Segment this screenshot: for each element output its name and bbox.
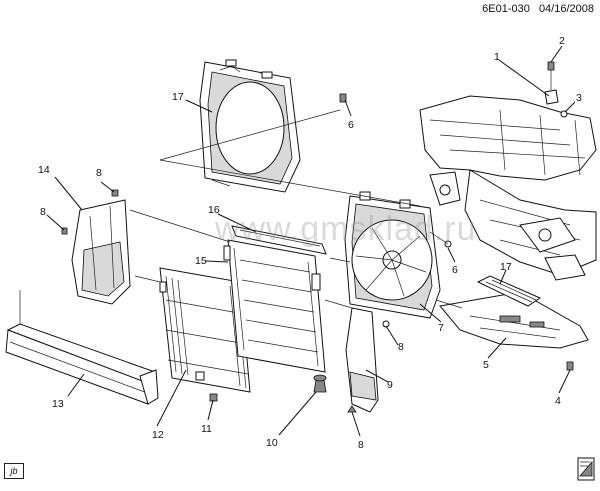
callout-5: 5	[483, 359, 489, 371]
cooling-fan-assembly	[344, 191, 441, 319]
callout-15: 15	[195, 255, 207, 267]
fan-shroud-upper	[199, 59, 301, 193]
callout-17-right: 17	[500, 261, 512, 273]
callout-9: 9	[387, 379, 393, 391]
callout-6-right: 6	[452, 264, 458, 276]
callout-10: 10	[266, 437, 278, 449]
callout-14: 14	[38, 164, 50, 176]
diagram-code: 6E01-030	[482, 3, 530, 15]
callout-17-upper: 17	[172, 91, 184, 103]
badge-jb: jb	[4, 463, 24, 479]
diagram-header: 6E01-030 04/16/2008	[476, 3, 594, 15]
splash-shield-part-5	[439, 291, 589, 349]
callout-6-upper: 6	[348, 119, 354, 131]
callout-7: 7	[438, 322, 444, 334]
page-corner-icon	[577, 457, 595, 481]
radiator-seal-part-16	[231, 225, 327, 255]
bracket-part-1	[544, 61, 568, 118]
callout-labels: 1 2 3 4 5 6 6 7 8 8 8 8 9 10 11 12 13 14…	[38, 35, 582, 451]
callout-3: 3	[576, 92, 582, 104]
impact-bar-part-13	[5, 323, 159, 405]
air-baffle-part-14	[71, 199, 131, 305]
air-deflector-part-9	[345, 307, 379, 413]
vehicle-frame	[419, 95, 597, 281]
fastener-parts	[61, 93, 574, 413]
callout-8-left: 8	[40, 206, 46, 218]
callout-13: 13	[52, 398, 64, 410]
callout-2: 2	[559, 35, 565, 47]
callout-16: 16	[208, 204, 220, 216]
callout-8-lower: 8	[358, 439, 364, 451]
callout-1: 1	[494, 51, 500, 63]
callout-8-upper: 8	[96, 167, 102, 179]
callout-8-center: 8	[398, 341, 404, 353]
callout-11: 11	[201, 423, 212, 435]
diagram-date: 04/16/2008	[538, 3, 594, 15]
watermark-text: www.gmsklad.ru	[215, 210, 477, 248]
radiator-part-15	[223, 239, 326, 373]
alignment-lines	[19, 109, 463, 324]
seal-strip-part-17	[476, 275, 542, 307]
leader-lines	[46, 45, 576, 437]
callout-12: 12	[152, 429, 164, 441]
callout-4: 4	[555, 395, 561, 407]
